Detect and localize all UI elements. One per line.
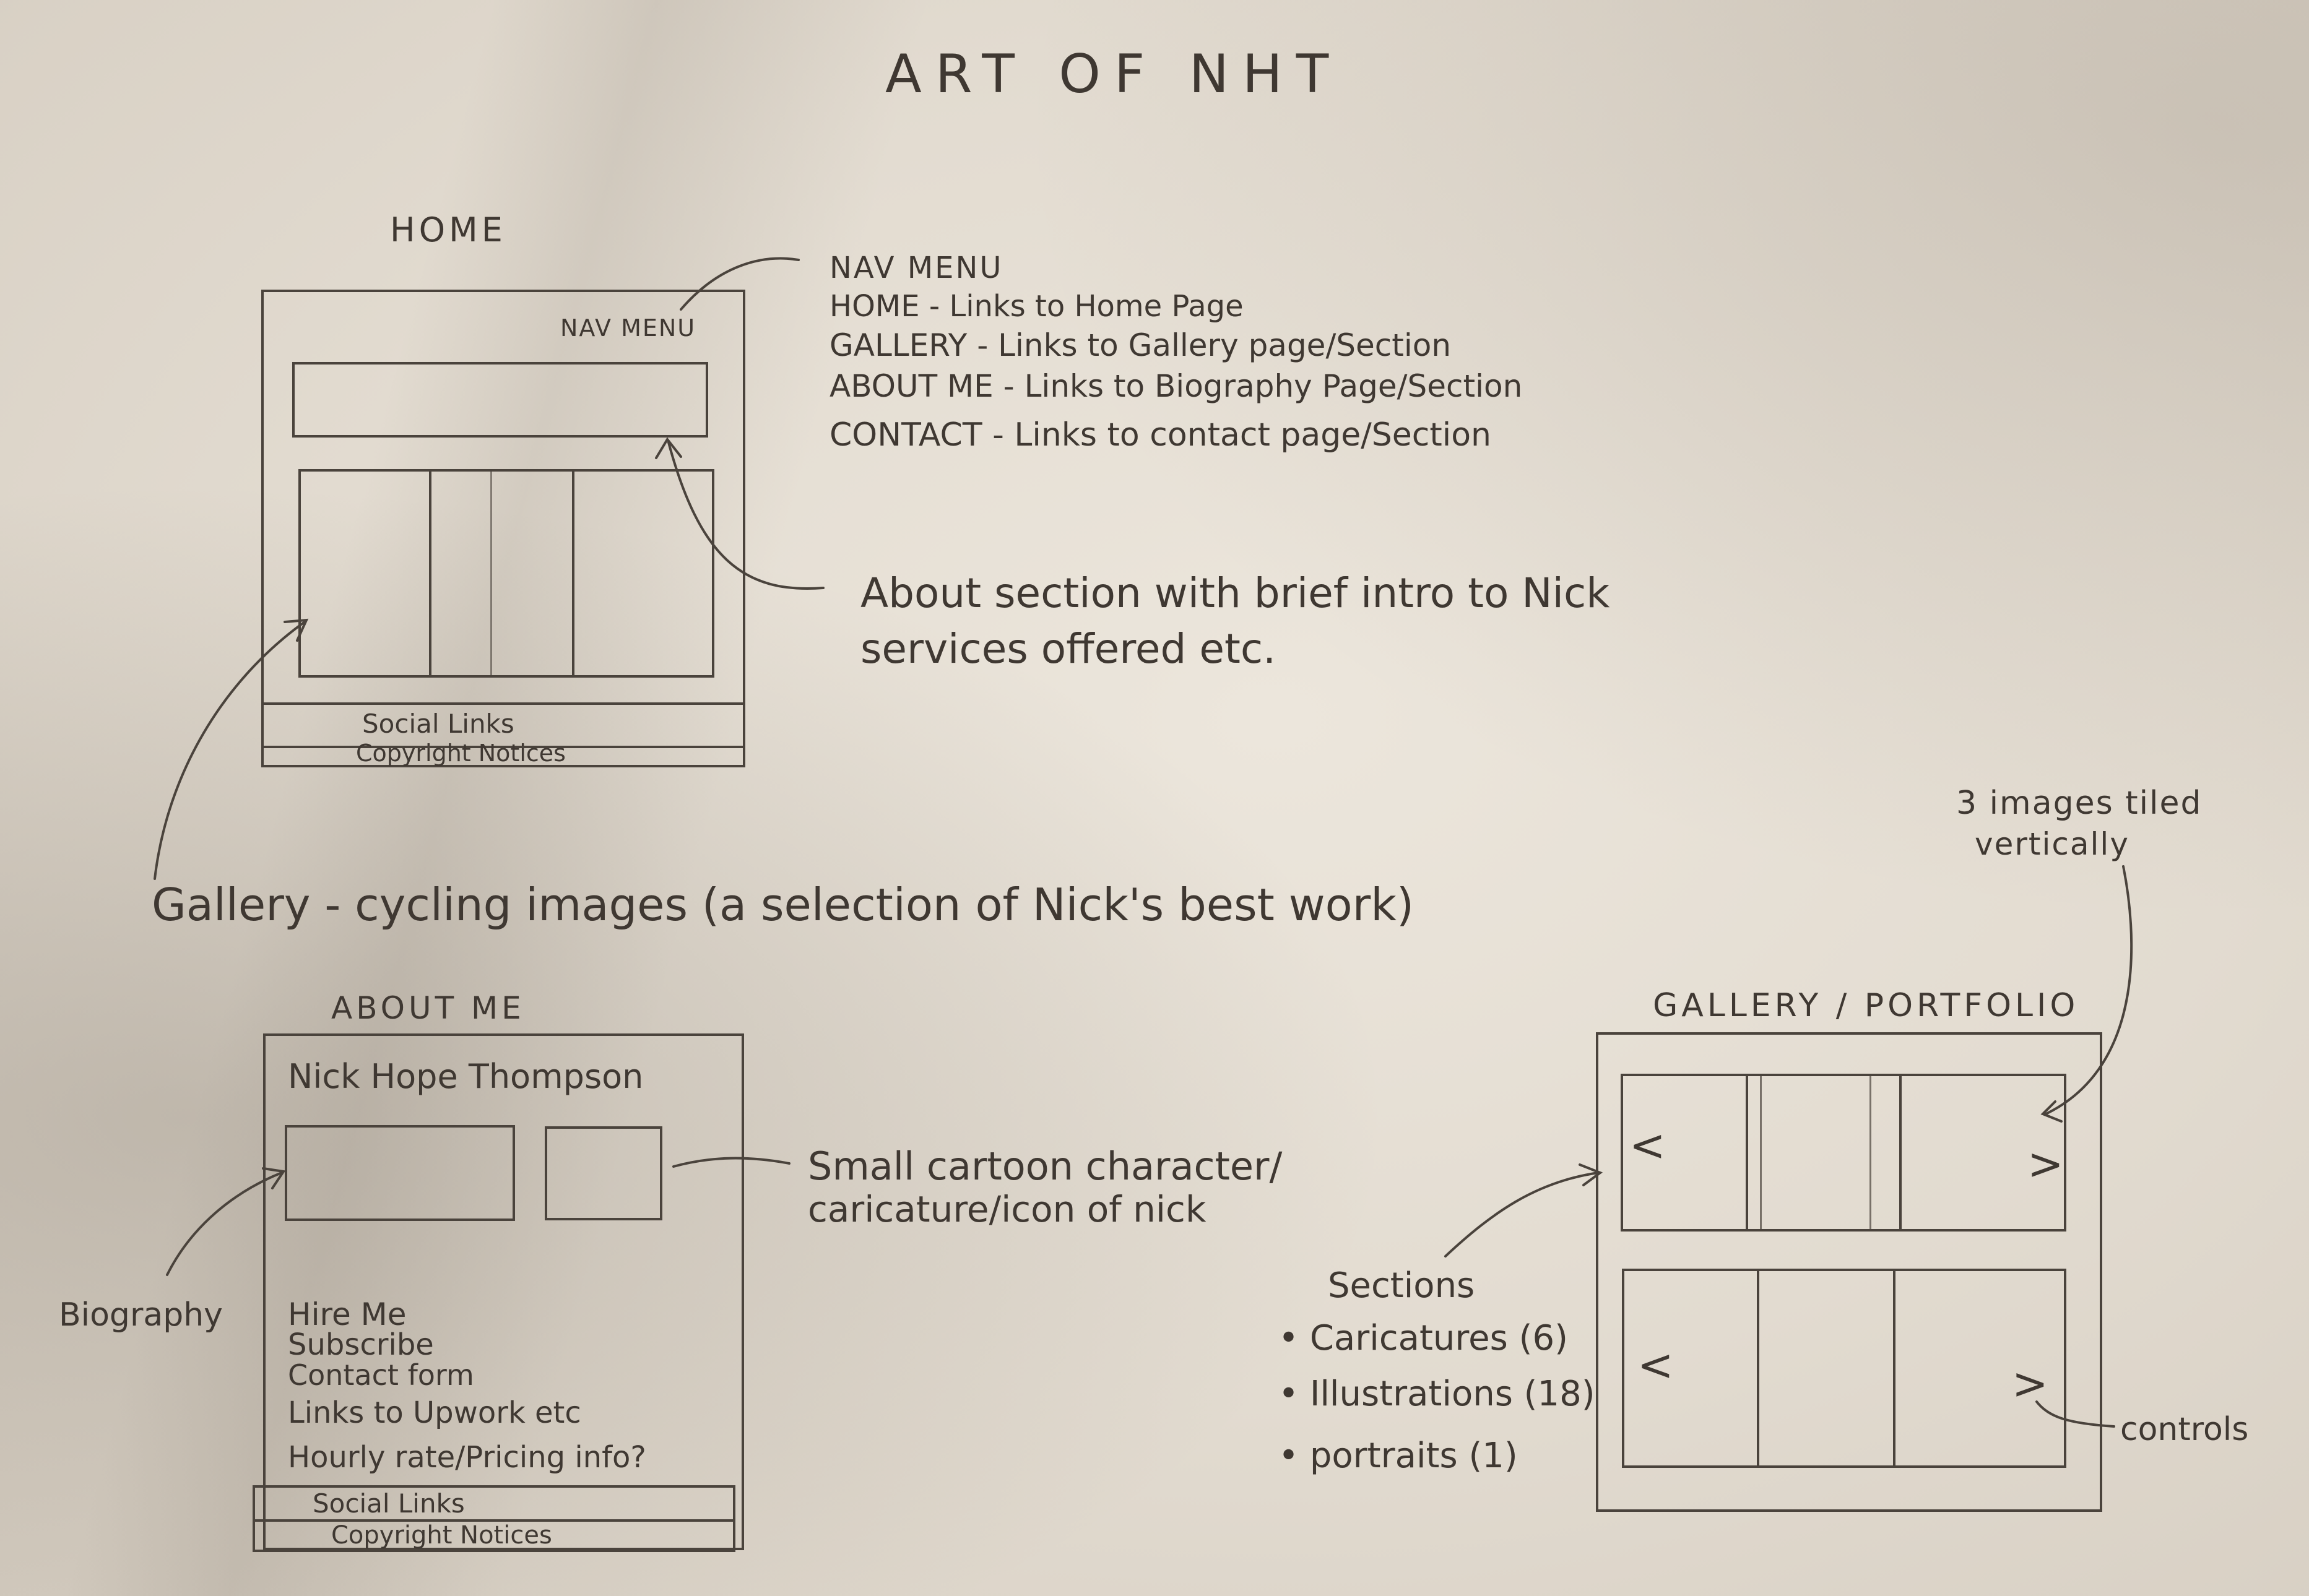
gallery-row-1-divider-1 — [1746, 1075, 1748, 1230]
tiled-note-line-2: vertically — [1975, 826, 2129, 862]
about-item-contact-form: Contact form — [288, 1358, 474, 1392]
about-item-subscribe: Subscribe — [288, 1327, 434, 1362]
gallery-sections-heading: Sections — [1328, 1266, 1475, 1306]
tiled-arrowhead — [2040, 1100, 2063, 1123]
home-wireframe — [261, 290, 745, 767]
controls-label: controls — [2120, 1411, 2249, 1448]
nav-note-about: ABOUT ME - Links to Biography Page/Secti… — [830, 368, 1523, 404]
biography-arrow — [166, 1171, 283, 1276]
biography-arrowhead — [262, 1167, 286, 1189]
nav-note-heading: NAV MENU — [830, 251, 1003, 285]
gallery-row-2-prev: < — [1637, 1340, 1674, 1391]
icon-box — [545, 1126, 662, 1220]
nav-note-contact: CONTACT - Links to contact page/Section — [830, 416, 1491, 454]
section-caricatures: • Caricatures (6) — [1278, 1318, 1568, 1358]
home-gallery-divider-3 — [572, 470, 574, 676]
gallery-arrow — [154, 621, 306, 880]
sections-arrow — [1444, 1171, 1600, 1257]
about-item-upwork: Links to Upwork etc — [288, 1395, 581, 1430]
icon-note-line-2: caricature/icon of nick — [808, 1188, 1206, 1230]
about-copyright: Copyright Notices — [331, 1521, 552, 1550]
home-gallery-divider-2 — [490, 470, 492, 676]
tiled-arrow — [2045, 865, 2133, 1115]
gallery-row-1-next: > — [2027, 1139, 2064, 1189]
gallery-wireframe — [1596, 1032, 2102, 1512]
about-section-arrowhead — [655, 437, 682, 459]
about-footer-box — [253, 1485, 735, 1552]
about-me-wireframe — [263, 1033, 744, 1550]
gallery-row-1 — [1621, 1074, 2066, 1232]
page-title: ART OF NHT — [885, 43, 1343, 105]
biography-box — [285, 1125, 515, 1221]
home-nav-menu: NAV MENU — [560, 314, 696, 342]
about-me-name: Nick Hope Thompson — [288, 1057, 644, 1096]
gallery-row-2 — [1622, 1269, 2066, 1468]
gallery-row-1-divider-4 — [1899, 1075, 1902, 1230]
about-item-pricing: Hourly rate/Pricing info? — [288, 1440, 646, 1475]
nav-note-home: HOME - Links to Home Page — [830, 289, 1244, 324]
home-social-links: Social Links — [362, 709, 514, 739]
about-section-arrow — [667, 441, 825, 590]
gallery-row-1-prev: < — [1629, 1120, 1666, 1171]
home-gallery-divider-1 — [429, 470, 431, 676]
home-gallery-box — [298, 469, 714, 678]
biography-label: Biography — [59, 1296, 223, 1334]
gallery-row-2-next: > — [2012, 1358, 2048, 1409]
nav-note-gallery: GALLERY - Links to Gallery page/Section — [830, 327, 1452, 363]
home-about-box — [292, 362, 708, 438]
gallery-arrowhead — [284, 618, 309, 642]
section-portraits: • portraits (1) — [1278, 1436, 1518, 1476]
home-label: HOME — [390, 210, 506, 249]
gallery-row-2-divider-2 — [1893, 1270, 1895, 1467]
about-footer-rule-2 — [253, 1519, 735, 1522]
gallery-row-1-divider-2 — [1760, 1075, 1762, 1230]
about-note-line-1: About section with brief intro to Nick — [860, 569, 1610, 617]
about-social-links: Social Links — [313, 1488, 465, 1519]
home-copyright: Copyright Notices — [356, 740, 566, 767]
icon-note-pointer — [672, 1157, 791, 1168]
gallery-row-1-divider-3 — [1869, 1075, 1871, 1230]
gallery-portfolio-label: GALLERY / PORTFOLIO — [1653, 987, 2079, 1024]
gallery-note: Gallery - cycling images (a selection of… — [152, 879, 1414, 931]
section-illustrations: • Illustrations (18) — [1278, 1374, 1595, 1414]
about-note-line-2: services offered etc. — [860, 625, 1276, 673]
home-footer-rule-2 — [262, 746, 744, 748]
sections-arrowhead — [1579, 1163, 1603, 1186]
nav-menu-pointer — [680, 257, 800, 311]
home-footer-rule-1 — [262, 702, 744, 705]
about-item-hire-me: Hire Me — [288, 1296, 407, 1332]
gallery-row-2-divider-1 — [1757, 1270, 1759, 1467]
about-me-label: ABOUT ME — [331, 990, 525, 1026]
icon-note-line-1: Small cartoon character/ — [808, 1144, 1283, 1189]
controls-pointer — [2035, 1400, 2115, 1428]
tiled-note-line-1: 3 images tiled — [1956, 785, 2203, 822]
